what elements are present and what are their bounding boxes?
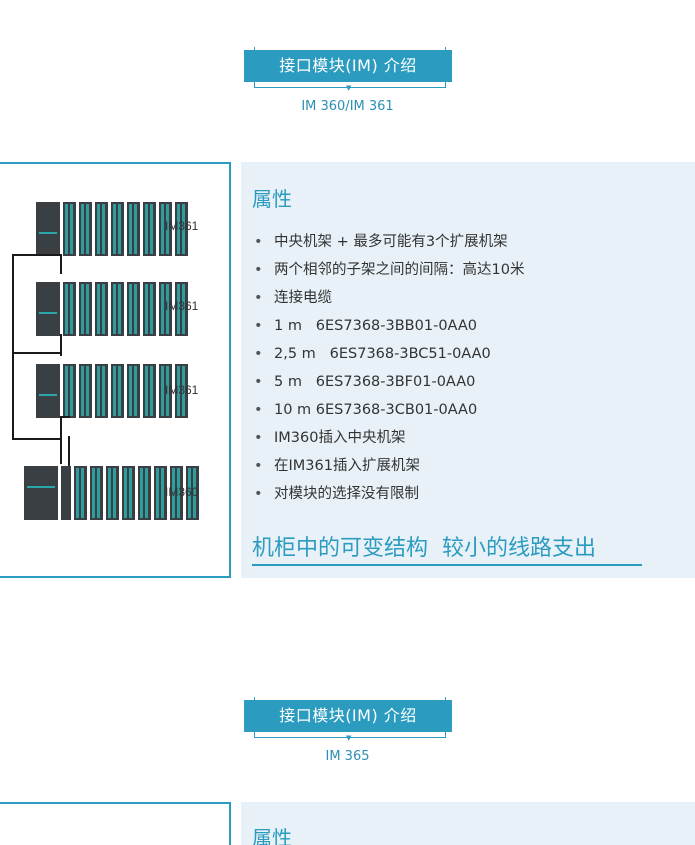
cable-rack3-rack4 (60, 416, 70, 464)
cable-rack1-rack2 (12, 254, 62, 354)
bullet-icon: • (254, 290, 263, 306)
list-item: •在IM361插入扩展机架 (254, 452, 524, 480)
bullet-icon: • (254, 318, 263, 334)
rack-module (61, 466, 71, 520)
rack-label: IM361 (165, 219, 199, 233)
section-subtitle: IM 365 (325, 749, 370, 764)
rack-module (95, 364, 108, 418)
bullet-icon: • (254, 458, 263, 474)
rack-module (36, 202, 60, 256)
rack-module (170, 466, 183, 520)
list-item: •IM360插入中央机架 (254, 424, 524, 452)
rack-module (79, 282, 92, 336)
rack-module (159, 202, 172, 256)
bullet-icon: • (254, 346, 263, 362)
rack-module (111, 364, 124, 418)
rack-label: IM360 (165, 485, 199, 499)
rack-module (175, 202, 188, 256)
cable-link (60, 254, 62, 274)
rack-module (186, 466, 199, 520)
rack-module (154, 466, 167, 520)
rack-expansion-2 (36, 282, 188, 336)
list-item: •1 m 6ES7368-3BB01-0AA0 (254, 312, 524, 340)
diagram-panel-2 (0, 802, 231, 845)
rack-module (159, 282, 172, 336)
section-subtitle: IM 360/IM 361 (301, 99, 394, 114)
rack-module (63, 202, 76, 256)
badge-frame-mask (254, 689, 446, 697)
rack-central (24, 466, 199, 520)
rack-module (122, 466, 135, 520)
cable-link (58, 334, 62, 356)
rack-module (138, 466, 151, 520)
rack-module (111, 282, 124, 336)
rack-module (175, 282, 188, 336)
slogan-underline (252, 564, 642, 566)
list-item: •10 m 6ES7368-3CB01-0AA0 (254, 396, 524, 424)
list-item: •连接电缆 (254, 284, 524, 312)
list-item: •中央机架 + 最多可能有3个扩展机架 (254, 228, 524, 256)
rack-module (24, 466, 58, 520)
list-item: •5 m 6ES7368-3BF01-0AA0 (254, 368, 524, 396)
list-item: •2,5 m 6ES7368-3BC51-0AA0 (254, 340, 524, 368)
rack-module (63, 364, 76, 418)
slogan: 机柜中的可变结构 较小的线路支出 (252, 536, 596, 561)
rack-module (127, 202, 140, 256)
rack-label: IM361 (165, 299, 199, 313)
rack-expansion-3 (36, 364, 188, 418)
rack-module (127, 282, 140, 336)
bullet-icon: • (254, 262, 263, 278)
section-title-badge: 接口模块(IM) 介绍 (244, 50, 452, 82)
arrow-down-icon: ▼ (346, 734, 352, 742)
rack-module (127, 364, 140, 418)
rack-module (95, 282, 108, 336)
rack-label: IM361 (165, 383, 199, 397)
properties-panel (241, 162, 695, 578)
properties-title: 属性 (252, 187, 292, 211)
rack-expansion-1 (36, 202, 188, 256)
rack-module (159, 364, 172, 418)
rack-module (79, 364, 92, 418)
rack-module (106, 466, 119, 520)
rack-module (111, 202, 124, 256)
list-item: •对模块的选择没有限制 (254, 480, 524, 508)
list-item: •两个相邻的子架之间的间隔：高达10米 (254, 256, 524, 284)
rack-module (143, 364, 156, 418)
rack-module (63, 282, 76, 336)
properties-list: •中央机架 + 最多可能有3个扩展机架 •两个相邻的子架之间的间隔：高达10米 … (254, 228, 524, 508)
diagram-panel: IM361 IM361 IM361 (0, 162, 231, 578)
bullet-icon: • (254, 234, 263, 250)
rack-module (36, 282, 60, 336)
properties-panel-2 (241, 802, 695, 845)
rack-module (36, 364, 60, 418)
rack-module (74, 466, 87, 520)
bullet-icon: • (254, 430, 263, 446)
rack-module (143, 282, 156, 336)
rack-module (175, 364, 188, 418)
rack-module (95, 202, 108, 256)
badge-frame-mask (254, 39, 446, 47)
cable-rack2-rack3 (12, 352, 62, 440)
cable-link (68, 436, 70, 466)
rack-module (79, 202, 92, 256)
rack-module (90, 466, 103, 520)
arrow-down-icon: ▼ (346, 84, 352, 92)
section-title-badge: 接口模块(IM) 介绍 (244, 700, 452, 732)
properties-title-2: 属性 (252, 826, 292, 845)
bullet-icon: • (254, 402, 263, 418)
bullet-icon: • (254, 374, 263, 390)
rack-module (143, 202, 156, 256)
bullet-icon: • (254, 486, 263, 502)
